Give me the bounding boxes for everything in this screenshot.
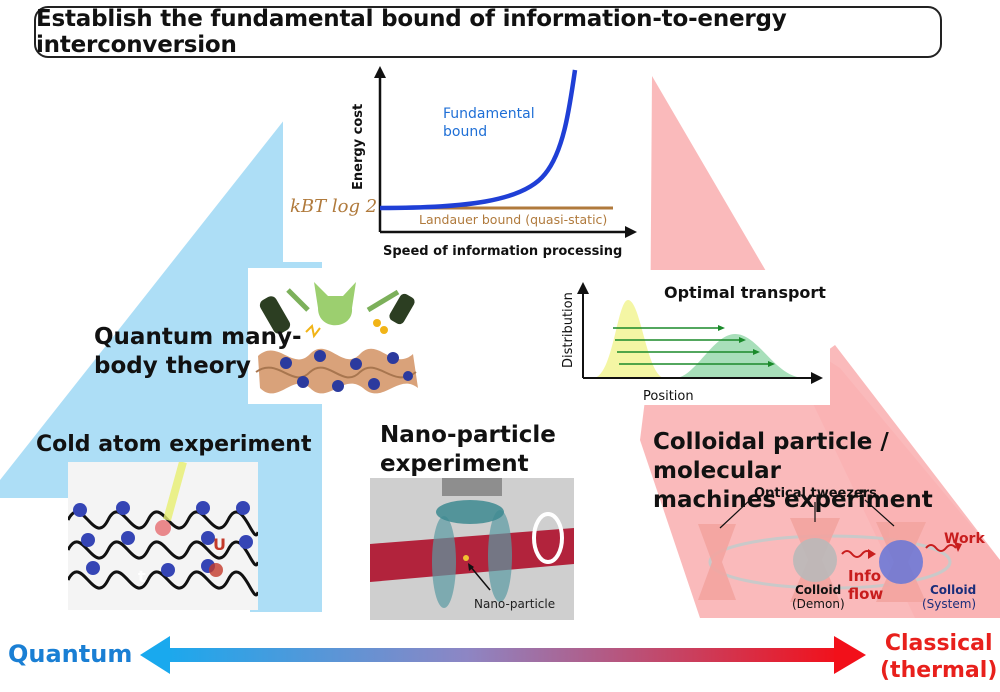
demon-label-1: Colloid xyxy=(795,583,841,597)
kbt-text: kBT log 2 xyxy=(290,196,378,217)
transport-arrows xyxy=(613,325,775,367)
ot-x-arrowhead xyxy=(811,372,823,384)
title-text: Establish the fundamental bound of infor… xyxy=(36,6,787,58)
energy-plot-bg xyxy=(283,62,643,262)
classical-arrow-head xyxy=(798,345,1000,618)
work-label: Work xyxy=(944,531,985,547)
title-banner: Establish the fundamental bound of infor… xyxy=(34,6,942,58)
axis-left-head xyxy=(140,636,170,674)
quantum-label: Quantum xyxy=(8,640,133,668)
cold-atom-title: Cold atom experiment xyxy=(36,432,312,457)
initial-distribution xyxy=(593,300,665,378)
system-label-1: Colloid xyxy=(930,583,976,597)
system-label-2: (System) xyxy=(922,597,976,611)
colloid-title: Colloidal particle / molecular machines … xyxy=(653,428,1000,515)
energy-plot: Energy cost Speed of information process… xyxy=(283,62,643,262)
quantum-theory-line-1: Quantum many- xyxy=(94,324,302,350)
landauer-label: Landauer bound (quasi-static) xyxy=(419,212,607,227)
axis-bar xyxy=(160,648,840,662)
nano-title-line-2: experiment xyxy=(380,451,529,477)
quantum-theory-image xyxy=(248,268,428,404)
tweezers-label: Optical tweezers xyxy=(754,486,877,501)
system-colloid xyxy=(879,540,923,584)
kbt-log2-label: kBT log 2 xyxy=(290,196,377,217)
work-wave xyxy=(925,544,957,552)
energy-xlabel: Speed of information processing xyxy=(383,244,622,259)
nano-particle-label: Nano-particle xyxy=(474,597,555,611)
classical-label: Classical (thermal) xyxy=(880,630,997,684)
fundamental-label-2: bound xyxy=(443,124,487,140)
info-flow-wave xyxy=(841,550,873,558)
final-distribution xyxy=(675,334,805,378)
demon-colloid xyxy=(793,538,837,582)
classical-line-2: (thermal) xyxy=(880,658,998,683)
optimal-transport-plot: Distribution Position xyxy=(555,270,830,405)
colloid-illustration: Optical tweezers Info flow Work Colloid … xyxy=(698,486,985,611)
energy-x-arrowhead xyxy=(625,226,637,238)
quantum-theory-line-2: body theory xyxy=(94,353,251,379)
colloid-title-line-1: Colloidal particle / molecular xyxy=(653,429,889,484)
interaction-u-label: U xyxy=(213,535,226,554)
cold-atom-image: t U xyxy=(68,462,258,610)
optical-lattice-illustration: t U xyxy=(68,462,258,610)
nano-image: Nano-particle xyxy=(370,478,574,620)
fundamental-curve xyxy=(379,69,578,211)
quantum-theory-title: Quantum many- body theory xyxy=(94,323,302,381)
fundamental-label-1: Fundamental xyxy=(443,106,535,122)
info-label: Info xyxy=(848,567,881,585)
energy-ylabel: Energy cost xyxy=(351,104,366,190)
ot-y-arrowhead xyxy=(577,282,589,294)
demon-lattice-illustration xyxy=(248,268,428,404)
levitated-nanoparticle-illustration: Nano-particle xyxy=(370,478,574,620)
optimal-transport-title: Optimal transport xyxy=(664,283,826,302)
nano-title-line-1: Nano-particle xyxy=(380,422,556,448)
flow-label: flow xyxy=(848,585,883,603)
classical-line-1: Classical xyxy=(884,631,993,656)
colloid-title-line-2: machines experiment xyxy=(653,487,933,513)
demon-label-2: (Demon) xyxy=(792,597,845,611)
ot-xlabel: Position xyxy=(643,389,694,404)
energy-y-arrowhead xyxy=(374,66,386,78)
ot-ylabel: Distribution xyxy=(561,292,576,368)
nano-title: Nano-particle experiment xyxy=(380,421,556,479)
axis-right-head xyxy=(834,636,866,674)
hopping-t-label: t xyxy=(138,567,146,586)
